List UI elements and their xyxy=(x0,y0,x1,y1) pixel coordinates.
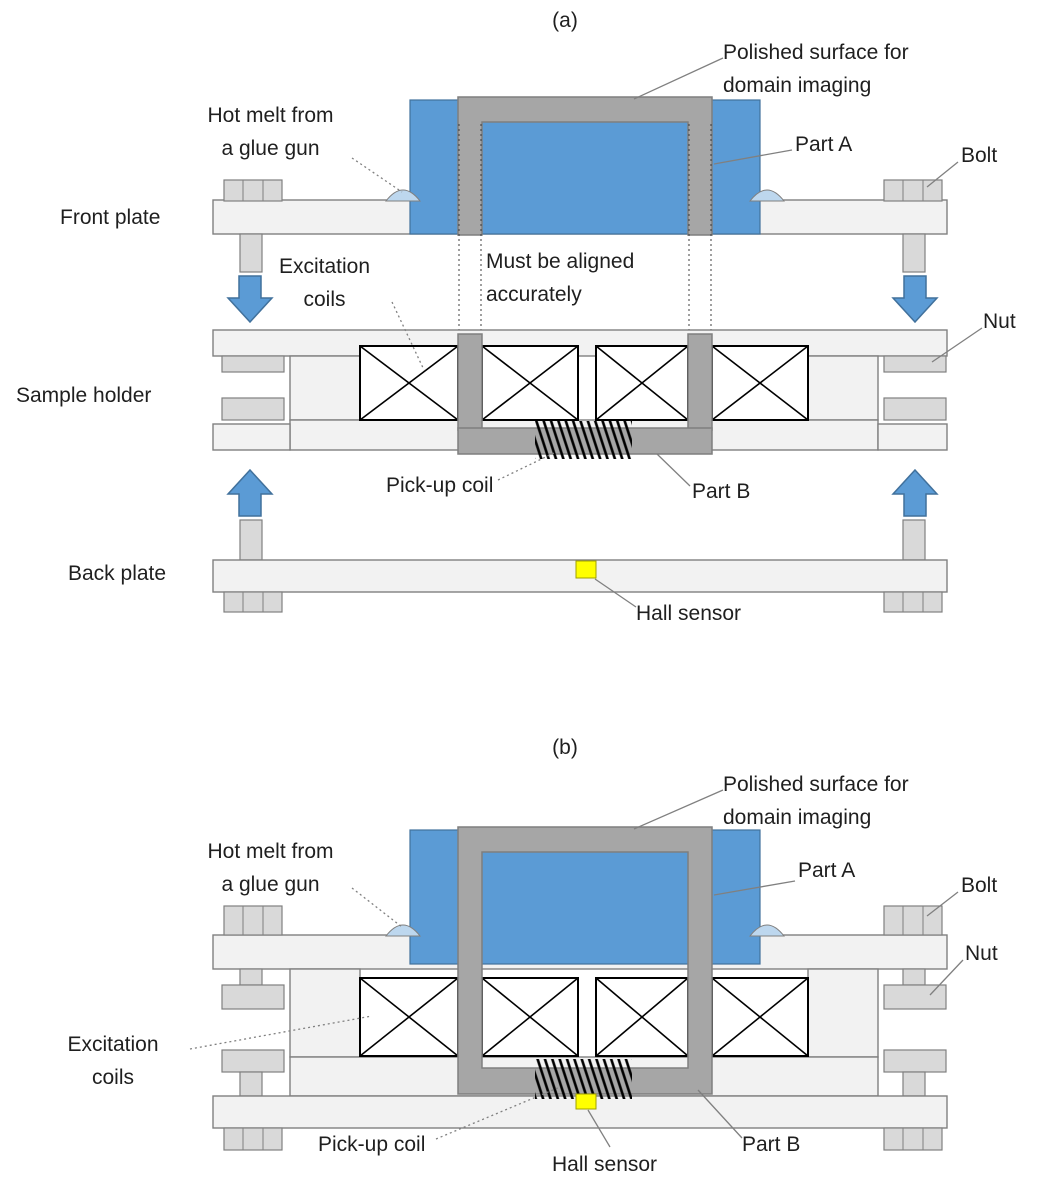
panel-a-title: (a) xyxy=(552,9,578,32)
label-polished-surface-b: Polished surface for domain imaging xyxy=(723,773,909,829)
sample-holder-left-wall-b xyxy=(289,968,361,1058)
label-nut-a: Nut xyxy=(983,310,1016,333)
hall-sensor-a xyxy=(575,560,597,579)
bolt-shaft-left-b xyxy=(239,968,263,986)
leader-part-a-a xyxy=(713,149,793,165)
sample-holder-right-wall-b xyxy=(807,968,879,1058)
sample-holder-right-wall-a xyxy=(807,355,879,421)
nut-block-left-upper-b xyxy=(221,984,285,1010)
glue-blob-left-b xyxy=(384,924,422,937)
pickup-coil-winding-b xyxy=(535,1059,632,1099)
leader-bolt-b xyxy=(926,891,959,917)
panel-b-drawing xyxy=(189,789,964,1151)
leader-part-b-a xyxy=(656,453,691,487)
bolt-shaft-left-lower-b xyxy=(239,1071,263,1097)
part-a-frame-a xyxy=(457,96,713,236)
bolt-head-left-bottom-b xyxy=(223,1127,283,1151)
bolt-shaft-right-front-a xyxy=(902,233,926,273)
sample-holder-right-tab-a xyxy=(877,423,948,451)
label-pickup-coil-a: Pick-up coil xyxy=(386,474,494,497)
nut-block-right-lower-a xyxy=(883,397,947,421)
leader-hall-sensor-a xyxy=(594,578,637,608)
up-arrow-icon xyxy=(226,468,274,517)
label-excitation-coils-a: Excitation coils xyxy=(278,255,371,311)
leader-excitation-coils-b xyxy=(189,1015,373,1050)
part-a-part-b-yoke-b xyxy=(457,826,713,1095)
up-arrow-icon xyxy=(891,468,939,517)
label-hot-melt-a: Hot melt from a glue gun xyxy=(207,104,334,160)
part-b-left-leg-a xyxy=(457,333,483,431)
label-bolt-b: Bolt xyxy=(961,874,998,897)
label-part-a-b: Part A xyxy=(798,859,856,882)
leader-nut-b xyxy=(929,959,964,996)
leader-hall-sensor-b xyxy=(587,1109,611,1148)
label-part-b-b: Part B xyxy=(742,1133,801,1156)
nut-block-right-upper-a xyxy=(883,355,947,373)
label-pickup-coil-b: Pick-up coil xyxy=(318,1133,426,1156)
bolt-shaft-right-lower-b xyxy=(902,1071,926,1097)
leader-part-a-b xyxy=(713,880,796,896)
coil-cross-line xyxy=(711,977,809,1057)
bolt-head-right-top-b xyxy=(883,905,943,936)
nut-block-left-lower-b xyxy=(221,1049,285,1073)
down-arrow-icon xyxy=(891,275,939,324)
leader-bolt-a xyxy=(926,161,959,188)
pickup-coil-winding-a xyxy=(535,421,632,459)
leader-polished-surface-a xyxy=(633,57,724,100)
label-alignment-note-a: Must be aligned accurately xyxy=(486,250,635,306)
leader-hot-melt-b xyxy=(351,887,403,928)
glue-blob-right-b xyxy=(748,924,786,937)
glue-blob-left-a xyxy=(384,189,422,202)
bolt-head-right-back-a xyxy=(883,591,943,613)
coil-cross-line xyxy=(481,345,579,421)
label-polished-surface-a: Polished surface for domain imaging xyxy=(723,41,909,97)
panel-a-drawing xyxy=(212,57,983,613)
label-nut-b: Nut xyxy=(965,942,998,965)
label-hot-melt-b: Hot melt from a glue gun xyxy=(207,840,334,896)
label-hall-sensor-b: Hall sensor xyxy=(552,1153,658,1176)
sample-holder-left-tab-a xyxy=(212,423,291,451)
coil-cross-line xyxy=(481,977,579,1057)
bolt-head-left-back-a xyxy=(223,591,283,613)
label-part-a-a: Part A xyxy=(795,133,853,156)
sample-holder-top-bar-a xyxy=(212,329,948,357)
nut-block-left-upper-a xyxy=(221,355,285,373)
bolt-head-left-front-a xyxy=(223,179,283,202)
nut-block-right-lower-b xyxy=(883,1049,947,1073)
coil-cross-line xyxy=(359,345,459,421)
coil-cross-line xyxy=(359,977,459,1057)
bolt-shaft-right-b xyxy=(902,968,926,986)
bolt-shaft-left-front-a xyxy=(239,233,263,273)
label-sample-holder-a: Sample holder xyxy=(16,384,152,407)
label-excitation-coils-b: Excitation coils xyxy=(67,1033,159,1089)
label-back-plate-a: Back plate xyxy=(68,562,167,585)
bolt-head-right-bottom-b xyxy=(883,1127,943,1151)
glue-blob-right-a xyxy=(748,189,786,202)
leader-polished-surface-b xyxy=(633,789,724,830)
coil-cross-line xyxy=(595,345,689,421)
nut-block-left-lower-a xyxy=(221,397,285,421)
leader-nut-a xyxy=(931,327,983,363)
coil-cross-line xyxy=(711,345,809,421)
bolt-shaft-right-back-a xyxy=(902,519,926,561)
sample-holder-left-wall-a xyxy=(289,355,361,421)
leader-hot-melt-a xyxy=(351,157,403,193)
label-bolt-a: Bolt xyxy=(961,144,998,167)
label-hall-sensor-a: Hall sensor xyxy=(636,602,742,625)
label-part-b-a: Part B xyxy=(692,480,751,503)
bolt-head-right-front-a xyxy=(883,179,943,202)
down-arrow-icon xyxy=(226,275,274,324)
panel-b-title: (b) xyxy=(552,736,578,759)
leader-pickup-coil-a xyxy=(497,451,557,481)
bolt-shaft-left-back-a xyxy=(239,519,263,561)
leader-part-b-b xyxy=(697,1089,743,1139)
part-b-right-leg-a xyxy=(687,333,713,431)
label-front-plate-a: Front plate xyxy=(60,206,161,229)
hall-sensor-b xyxy=(575,1093,597,1110)
coil-cross-line xyxy=(595,977,689,1057)
bolt-head-left-top-b xyxy=(223,905,283,936)
